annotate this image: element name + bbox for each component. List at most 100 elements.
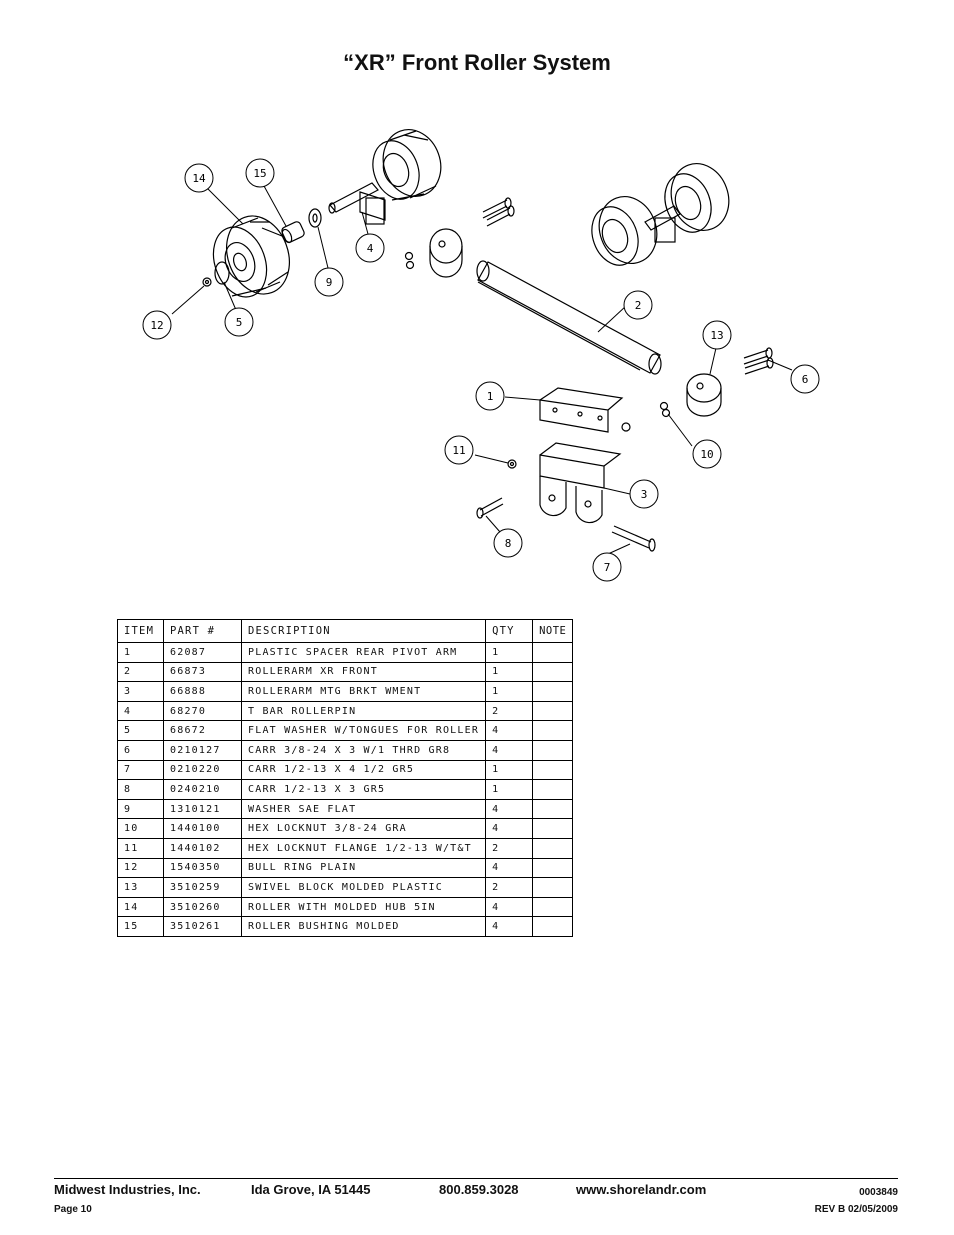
- footer-doc-number: 0003849: [859, 1187, 898, 1198]
- header-note: NOTE: [532, 619, 574, 643]
- cell-description: CARR 1/2-13 X 3 GR5: [240, 779, 487, 800]
- footer-website[interactable]: www.shorelandr.com: [576, 1182, 707, 1197]
- cell-item: 13: [117, 877, 164, 898]
- cell-note: [532, 759, 574, 781]
- cell-item: 2: [117, 661, 164, 683]
- carriage-bolt-7-icon: [611, 525, 656, 552]
- callout-13: 13: [710, 329, 723, 342]
- exploded-parts-diagram: 14 15 4 9 12 5 2 13 6 1 10 11 3 8 7: [142, 129, 820, 582]
- callout-7: 7: [604, 561, 611, 574]
- cell-item: 10: [117, 818, 164, 839]
- cell-qty: 2: [485, 877, 534, 898]
- carriage-bolts-upper-icon: [482, 197, 515, 227]
- cell-qty: 2: [485, 700, 534, 722]
- plastic-spacer-icon: [539, 387, 624, 433]
- callout-8: 8: [505, 537, 512, 550]
- cell-note: [532, 798, 574, 820]
- cell-part-number: 66873: [163, 661, 242, 683]
- cell-item: 8: [117, 779, 164, 800]
- cell-qty: 4: [485, 720, 534, 741]
- roller-left-icon: [212, 215, 290, 298]
- callout-5: 5: [236, 316, 243, 329]
- footer-page-number: Page 10: [54, 1204, 92, 1215]
- cell-qty: 4: [485, 818, 534, 839]
- cell-description: T BAR ROLLERPIN: [240, 700, 487, 722]
- cell-part-number: 3510261: [163, 916, 242, 937]
- callout-2: 2: [635, 299, 642, 312]
- roller-arm-icon: [476, 260, 662, 375]
- cell-qty: 1: [485, 642, 534, 663]
- cell-part-number: 1310121: [163, 798, 242, 820]
- cell-item: 12: [117, 857, 164, 879]
- header-qty: QTY: [485, 619, 534, 643]
- cell-item: 11: [117, 837, 164, 859]
- footer-phone: 800.859.3028: [439, 1182, 519, 1197]
- swivel-block-upper-icon: [429, 228, 463, 278]
- cell-item: 9: [117, 798, 164, 820]
- header-part: PART #: [163, 619, 242, 643]
- table-header-row: ITEM PART # DESCRIPTION QTY NOTE: [117, 619, 574, 643]
- cell-part-number: 68672: [163, 720, 242, 741]
- footer-revision: REV B 02/05/2009: [814, 1204, 898, 1215]
- cell-part-number: 62087: [163, 642, 242, 663]
- callout-6: 6: [802, 373, 809, 386]
- roller-bushing-icon: [281, 221, 305, 244]
- footer-company: Midwest Industries, Inc.: [54, 1182, 201, 1197]
- cell-description: FLAT WASHER W/TONGUES FOR ROLLER: [240, 720, 487, 741]
- cell-description: HEX LOCKNUT FLANGE 1/2-13 W/T&T: [240, 837, 487, 859]
- footer-rule: [54, 1178, 898, 1179]
- cell-part-number: 68270: [163, 700, 242, 722]
- cell-description: ROLLERARM XR FRONT: [240, 661, 487, 683]
- roller-upper-icon: [372, 129, 442, 201]
- cell-part-number: 0210127: [163, 739, 242, 761]
- cell-note: [532, 896, 574, 918]
- callout-12: 12: [150, 319, 163, 332]
- mounting-bracket-icon: [539, 442, 622, 524]
- t-bar-rollerpin-icon: [328, 182, 386, 225]
- footer-location: Ida Grove, IA 51445: [251, 1182, 371, 1197]
- cell-description: HEX LOCKNUT 3/8-24 GRA: [240, 818, 487, 839]
- cell-description: BULL RING PLAIN: [240, 857, 487, 879]
- cell-part-number: 0240210: [163, 779, 242, 800]
- cell-part-number: 1440102: [163, 837, 242, 859]
- locknut-icon: [404, 251, 414, 261]
- cell-part-number: 0210220: [163, 759, 242, 781]
- flat-washer-icon: [308, 208, 322, 228]
- cell-note: [532, 877, 574, 898]
- cell-item: 3: [117, 681, 164, 702]
- cell-qty: 4: [485, 739, 534, 761]
- cell-qty: 4: [485, 857, 534, 879]
- cell-qty: 1: [485, 661, 534, 683]
- carriage-bolts-lower-icon: [743, 347, 774, 375]
- callout-1: 1: [487, 390, 494, 403]
- cell-part-number: 3510260: [163, 896, 242, 918]
- cell-description: ROLLER BUSHING MOLDED: [240, 916, 487, 937]
- cell-note: [532, 720, 574, 741]
- cell-item: 4: [117, 700, 164, 722]
- tongue-washer-icon: [214, 261, 230, 285]
- callout-11: 11: [452, 444, 465, 457]
- cell-part-number: 1440100: [163, 818, 242, 839]
- callout-9: 9: [326, 276, 333, 289]
- page-title: “XR” Front Roller System: [343, 50, 611, 75]
- callout-10: 10: [700, 448, 713, 461]
- cell-note: [532, 916, 574, 937]
- cell-description: WASHER SAE FLAT: [240, 798, 487, 820]
- callout-3: 3: [641, 488, 648, 501]
- carriage-bolt-8-icon: [476, 497, 504, 519]
- cell-part-number: 1540350: [163, 857, 242, 879]
- cell-description: ROLLERARM MTG BRKT WMENT: [240, 681, 487, 702]
- cell-note: [532, 681, 574, 702]
